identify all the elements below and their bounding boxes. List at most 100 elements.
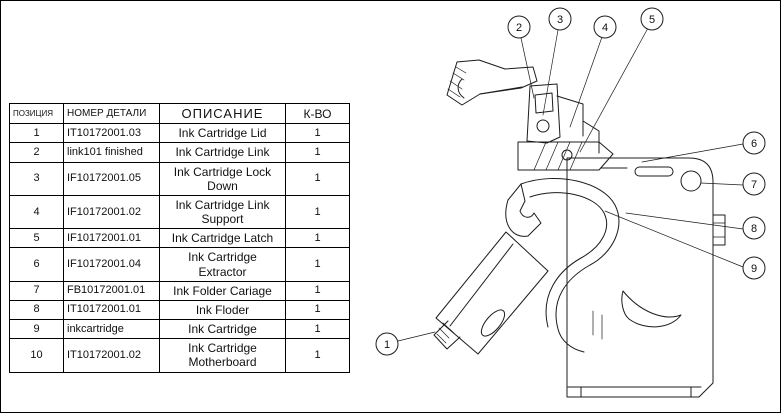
lid-inner-line bbox=[479, 86, 523, 95]
bracket-pin bbox=[536, 119, 550, 133]
cell-part-number: IF10172001.02 bbox=[63, 194, 160, 230]
balloon-circle bbox=[742, 131, 766, 155]
callout-balloon-9: 9 bbox=[742, 256, 766, 280]
inner-swoosh bbox=[621, 290, 682, 328]
balloon-circle bbox=[507, 15, 531, 39]
cell-quantity: 1 bbox=[285, 338, 350, 373]
balloon-number: 9 bbox=[751, 263, 757, 275]
cartridge-tip bbox=[433, 320, 461, 350]
cell-description: Ink Cartridge Motherboard bbox=[159, 338, 286, 373]
leader-line-4 bbox=[569, 36, 603, 128]
balloon-number: 2 bbox=[516, 22, 522, 34]
lid-curl bbox=[457, 78, 465, 99]
cartridge-tip-hatch bbox=[436, 322, 455, 344]
table-row: 6 IF10172001.04 Ink Cartridge Extractor … bbox=[9, 247, 350, 282]
part-carriage-body bbox=[566, 157, 726, 398]
cell-part-number: IF10172001.01 bbox=[63, 228, 160, 249]
balloon-circle bbox=[742, 172, 766, 196]
part-link-bracket bbox=[526, 83, 600, 154]
balloon-circle bbox=[640, 7, 664, 31]
callout-balloons: 1 2 3 4 5 6 7 bbox=[375, 7, 766, 356]
body-base-line bbox=[567, 386, 702, 398]
callout-balloon-4: 4 bbox=[593, 15, 617, 39]
cartridge-outline bbox=[435, 231, 549, 355]
balloon-number: 7 bbox=[751, 179, 757, 191]
cell-part-number: IT10172001.02 bbox=[63, 338, 160, 373]
cell-description: Ink Cartridge Lock Down bbox=[159, 161, 286, 196]
balloon-number: 3 bbox=[557, 14, 563, 26]
table-row: 5 IF10172001.01 Ink Cartridge Latch 1 bbox=[9, 228, 350, 249]
table-row: 2 link101 finished Ink Cartridge Link 1 bbox=[9, 142, 350, 163]
cell-position: 3 bbox=[9, 161, 64, 196]
callout-balloon-5: 5 bbox=[640, 7, 664, 31]
leader-line-9 bbox=[604, 210, 744, 268]
balloon-number: 5 bbox=[649, 14, 655, 26]
latch-inner-curve bbox=[529, 192, 608, 328]
cell-description: Ink Cartridge Latch bbox=[159, 228, 286, 249]
inner-ticks bbox=[592, 310, 603, 340]
cell-description: Ink Cartridge bbox=[159, 319, 286, 340]
callout-balloon-2: 2 bbox=[507, 15, 531, 39]
cartridge-inner-line bbox=[449, 243, 514, 327]
leader-line-1 bbox=[397, 331, 436, 342]
table-row: 10 IT10172001.02 Ink Cartridge Motherboa… bbox=[9, 338, 350, 373]
side-tab bbox=[712, 214, 726, 246]
col-header-description: ОПИСАНИЕ bbox=[159, 102, 286, 125]
part-ink-cartridge bbox=[433, 231, 549, 355]
callout-balloon-1: 1 bbox=[375, 332, 399, 356]
part-lid bbox=[446, 59, 538, 106]
balloon-number: 6 bbox=[751, 138, 757, 150]
side-tab-lines bbox=[712, 222, 726, 238]
lid-outline bbox=[446, 59, 538, 106]
table-row: 9 inkcartridge Ink Cartridge 1 bbox=[9, 319, 350, 340]
body-hole bbox=[680, 170, 702, 192]
cell-position: 10 bbox=[9, 338, 64, 373]
leader-line-2 bbox=[520, 37, 535, 99]
cell-description: Ink Cartridge Extractor bbox=[159, 247, 286, 282]
bracket-outline bbox=[526, 83, 561, 144]
bom-table: ПОЗИЦИЯ НОМЕР ДЕТАЛИ ОПИСАНИЕ К-ВО 1 IT1… bbox=[9, 102, 350, 373]
balloon-number: 8 bbox=[751, 223, 757, 235]
body-slot bbox=[634, 166, 674, 177]
leader-lines bbox=[397, 27, 744, 342]
callout-balloon-8: 8 bbox=[742, 216, 766, 240]
callout-balloon-3: 3 bbox=[548, 7, 572, 31]
balloon-circle bbox=[375, 332, 399, 356]
table-row: 4 IF10172001.02 Ink Cartridge Link Suppo… bbox=[9, 194, 350, 230]
cell-part-number: IF10172001.04 bbox=[63, 247, 160, 282]
col-header-position: ПОЗИЦИЯ bbox=[9, 102, 64, 125]
leader-line-5 bbox=[579, 27, 649, 153]
balloon-circle bbox=[742, 216, 766, 240]
callout-balloon-6: 6 bbox=[742, 131, 766, 155]
latch-hook bbox=[505, 183, 542, 237]
balloon-circle bbox=[548, 7, 572, 31]
body-outline bbox=[566, 157, 714, 398]
assembly-drawing bbox=[433, 59, 726, 398]
table-row: 8 IT10172001.01 Ink Floder 1 bbox=[9, 299, 350, 321]
cell-quantity: 1 bbox=[285, 247, 350, 282]
latch-outer-curve bbox=[520, 177, 620, 353]
balloon-circle bbox=[742, 256, 766, 280]
bracket-window bbox=[534, 92, 554, 114]
cartridge-slot bbox=[480, 309, 506, 337]
cell-description: Ink Cartridge Link bbox=[159, 142, 286, 163]
leader-line-7 bbox=[700, 182, 744, 186]
cell-description: Ink Folder Cariage bbox=[159, 280, 286, 301]
table-row: 1 IT10172001.03 Ink Cartridge Lid 1 bbox=[9, 123, 350, 144]
cell-part-number: IT10172001.01 bbox=[63, 299, 160, 321]
leader-line-6 bbox=[641, 143, 744, 163]
support-hatch bbox=[533, 141, 583, 171]
part-latch-extractor bbox=[505, 177, 620, 353]
callout-balloon-7: 7 bbox=[742, 172, 766, 196]
cell-part-number: IF10172001.05 bbox=[63, 161, 160, 196]
cell-description: Ink Cartridge Lid bbox=[159, 123, 286, 144]
balloon-number: 4 bbox=[602, 22, 608, 34]
lid-hatch bbox=[447, 66, 467, 98]
table-header-row: ПОЗИЦИЯ НОМЕР ДЕТАЛИ ОПИСАНИЕ К-ВО bbox=[9, 102, 350, 125]
leader-line-8 bbox=[625, 212, 744, 230]
cell-description: Ink Cartridge Link Support bbox=[159, 194, 286, 230]
bracket-strut bbox=[556, 95, 600, 154]
col-header-quantity: К-ВО bbox=[285, 102, 350, 125]
